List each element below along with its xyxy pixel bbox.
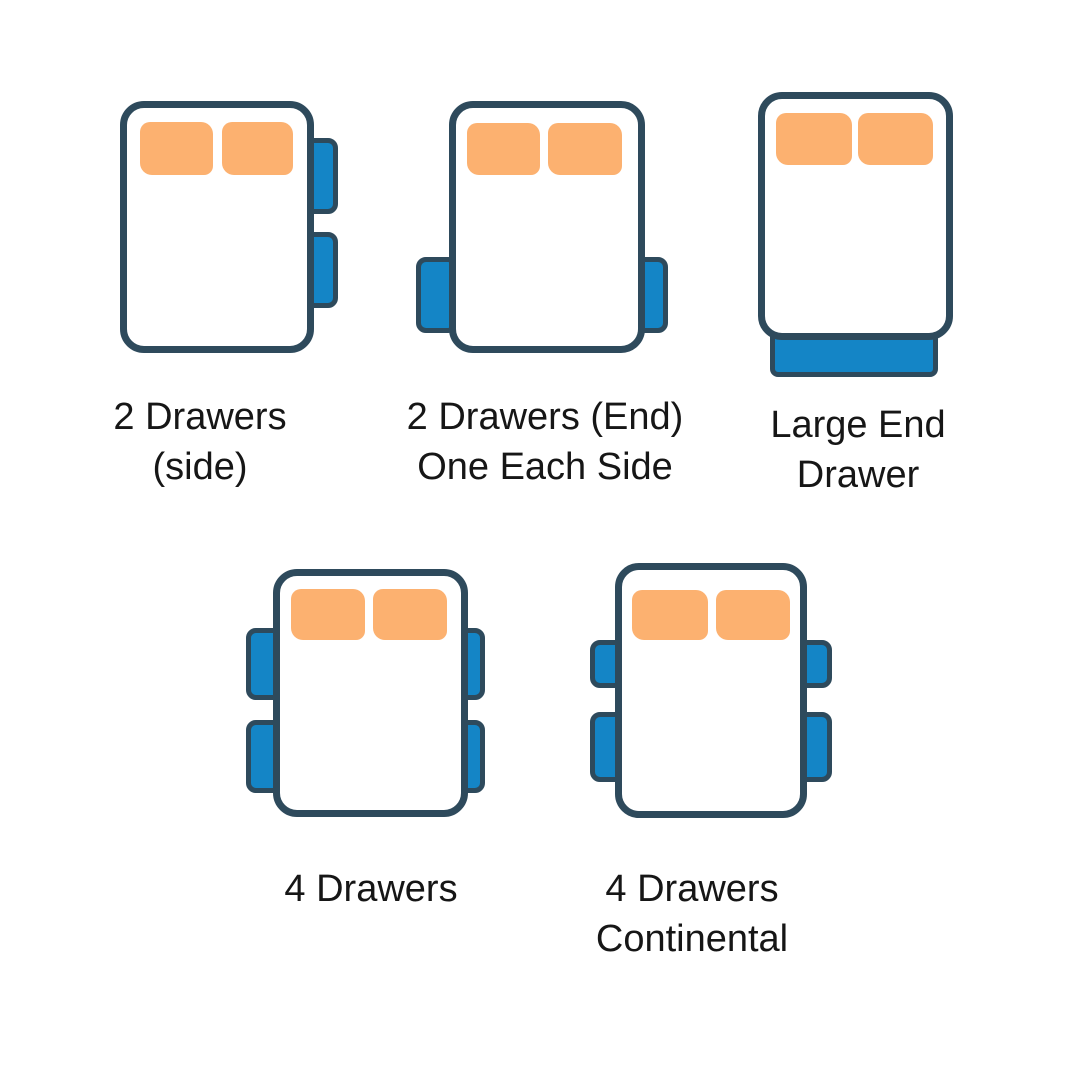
pillow-icon bbox=[776, 113, 852, 165]
variant-label: 4 Drawers bbox=[284, 868, 458, 910]
pillow-icon bbox=[548, 123, 622, 175]
pillow-icon bbox=[140, 122, 213, 175]
pillow-icon bbox=[291, 589, 365, 640]
variant-label: 4 Drawers Continental bbox=[595, 868, 789, 960]
pillow-icon bbox=[373, 589, 447, 640]
variant-label: 2 Drawers (End) One Each Side bbox=[406, 396, 684, 488]
pillow-icon bbox=[632, 590, 708, 640]
variant-label: Large End Drawer bbox=[770, 404, 946, 496]
pillow-icon bbox=[858, 113, 933, 165]
pillow-icon bbox=[716, 590, 790, 640]
pillow-icon bbox=[467, 123, 540, 175]
variant-label: 2 Drawers (side) bbox=[113, 396, 287, 488]
pillow-icon bbox=[222, 122, 293, 175]
